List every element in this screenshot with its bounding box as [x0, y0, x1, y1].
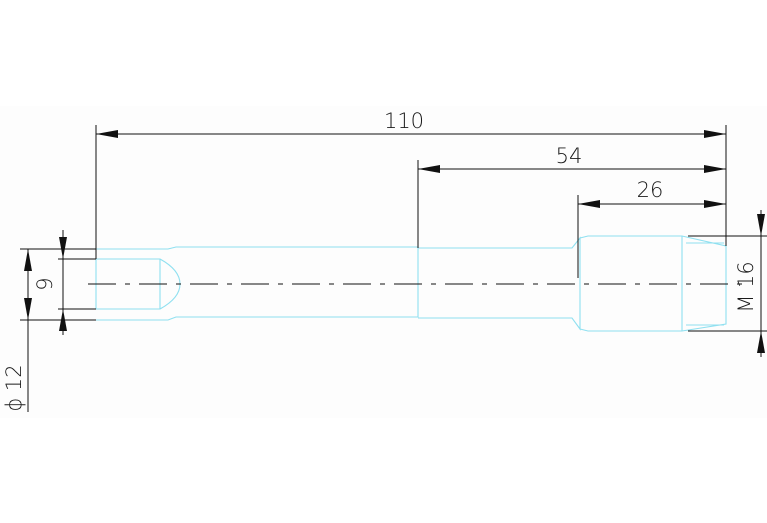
arrowhead-left — [578, 200, 600, 208]
part-outline — [95, 235, 727, 332]
arrowhead-right — [704, 165, 726, 173]
dimension-overall-length: 110 — [95, 109, 727, 259]
middle-length-label: 54 — [556, 144, 583, 168]
drawing-area — [0, 106, 767, 418]
thread-section-outline — [579, 235, 727, 332]
arrowhead-right — [704, 200, 726, 208]
shaft-outline — [96, 246, 419, 321]
middle-section-outline — [418, 236, 581, 331]
arrowhead-top — [59, 237, 67, 259]
overall-length-label: 110 — [384, 109, 424, 133]
dimension-thread-spec: M 16 — [688, 210, 767, 357]
dimension-shaft-diameter: ϕ 12 — [2, 248, 96, 412]
arrowhead-top — [24, 249, 32, 271]
arrowhead-right — [704, 130, 726, 138]
arrowhead-bottom — [24, 298, 32, 320]
shaft-diameter-label: ϕ 12 — [2, 364, 26, 411]
arrowhead-top — [757, 214, 765, 236]
thread-spec-label: M 16 — [734, 261, 758, 313]
bore-diameter-label: 9 — [33, 277, 57, 290]
dimension-bore-diameter: 9 — [33, 230, 96, 335]
thread-length-label: 26 — [637, 178, 664, 202]
arrowhead-left — [418, 165, 440, 173]
dimension-middle-length: 54 — [417, 144, 726, 248]
dimension-thread-length: 26 — [577, 178, 726, 278]
arrowhead-bottom — [757, 331, 765, 353]
arrowhead-left — [96, 130, 118, 138]
